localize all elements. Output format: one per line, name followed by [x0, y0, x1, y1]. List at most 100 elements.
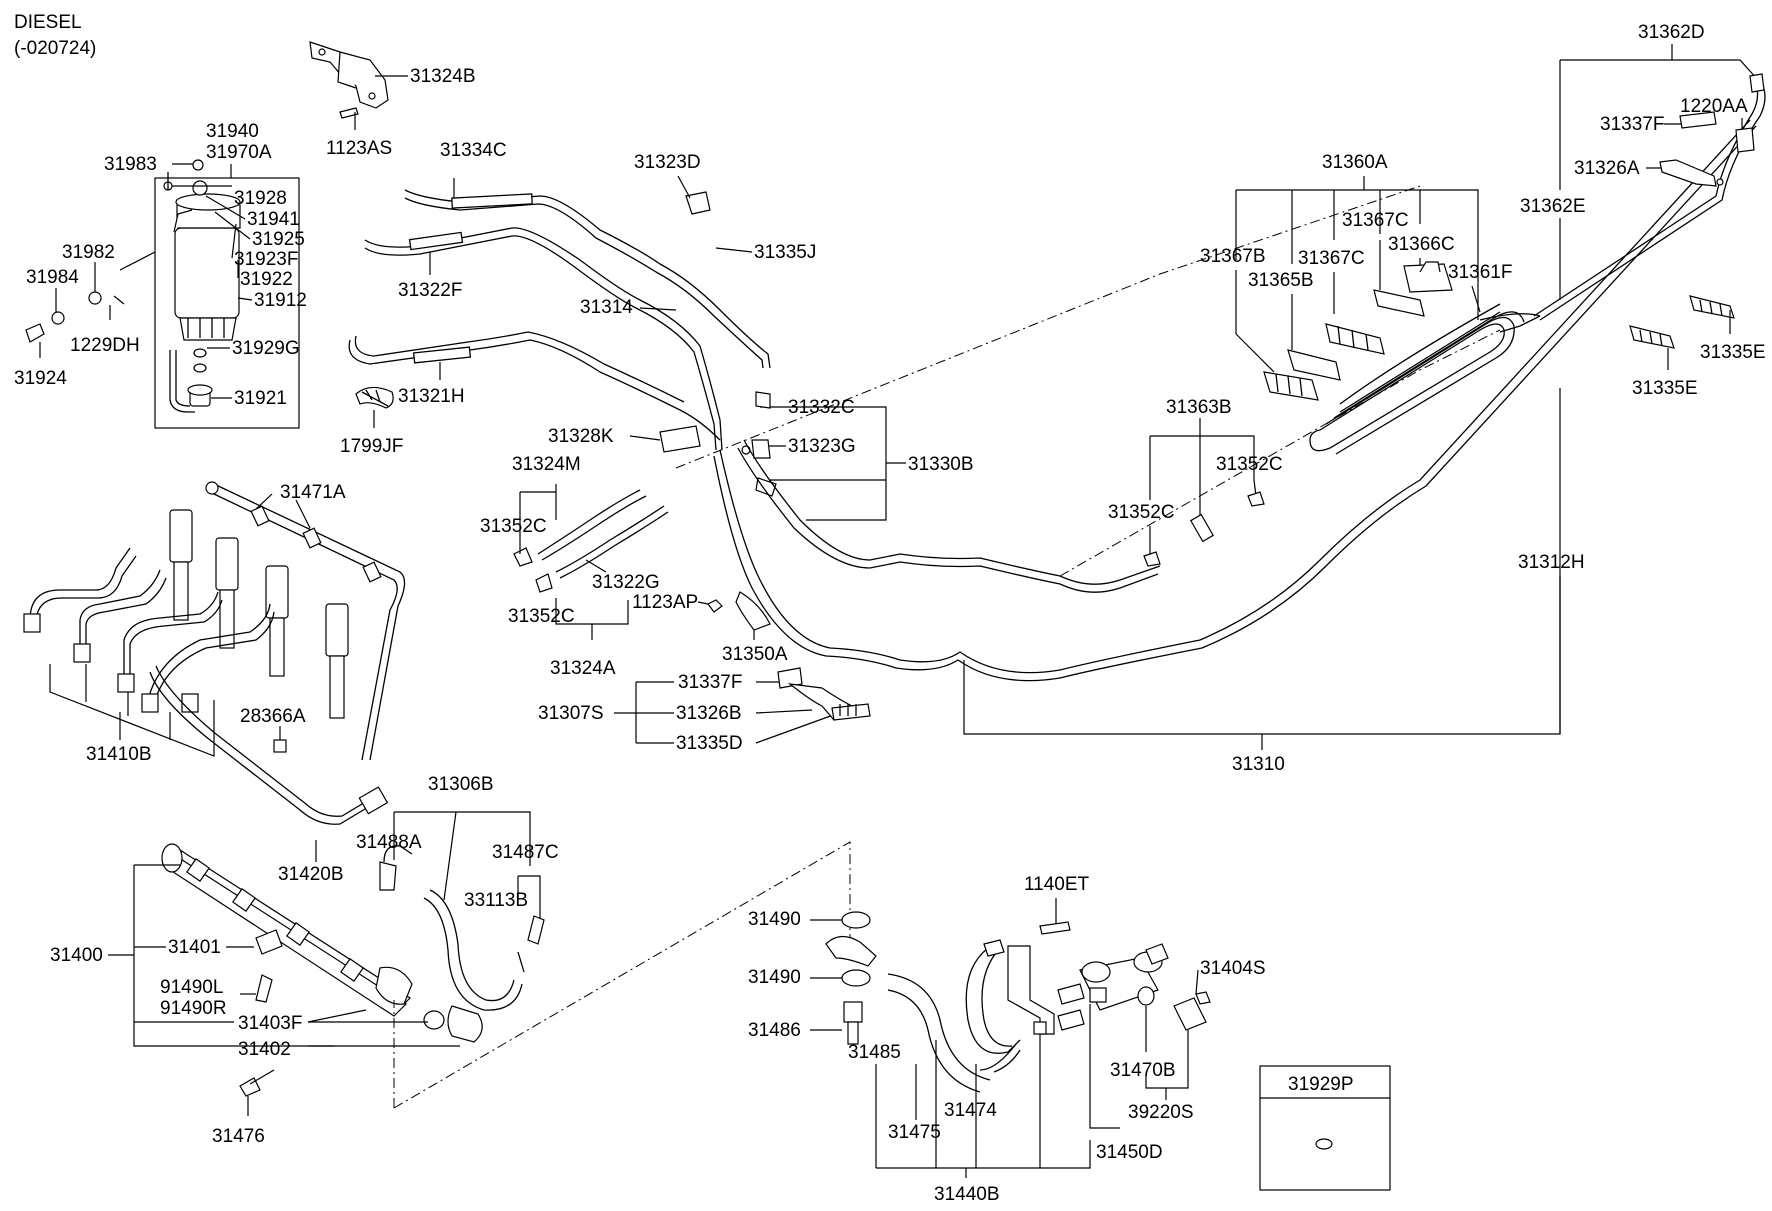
- label-31929g: 31929G: [232, 338, 300, 359]
- label-31983: 31983: [104, 154, 157, 175]
- label-31923f: 31923F: [234, 249, 298, 270]
- bracket-31326a: [1659, 159, 1717, 187]
- bracket-31350a: [735, 591, 771, 631]
- label-31306b: 31306B: [428, 774, 494, 795]
- clip-31323d: [685, 191, 711, 215]
- bolt-31486-head: [843, 1001, 863, 1023]
- label-31326a: 31326A: [1574, 158, 1640, 179]
- label-31337f-a: 31337F: [678, 672, 742, 693]
- bracket-31324b-drawing: [309, 41, 389, 119]
- label-31328k: 31328K: [548, 426, 614, 447]
- fuel-filter-assembly-box: [154, 177, 300, 429]
- fuel-filter-drawing: [163, 172, 241, 413]
- label-31970a: 31970A: [206, 142, 272, 163]
- label-1220aa: 1220AA: [1680, 96, 1748, 117]
- label-31490-a: 31490: [748, 909, 801, 930]
- label-31941: 31941: [247, 209, 300, 230]
- injectors-drawing: [23, 509, 389, 825]
- label-31420b: 31420B: [278, 864, 344, 885]
- label-31476: 31476: [212, 1126, 265, 1147]
- label-31485: 31485: [848, 1042, 901, 1063]
- label-31402: 31402: [238, 1039, 291, 1060]
- clamp-31352c-right: [1247, 491, 1265, 507]
- label-39220s: 39220S: [1128, 1102, 1194, 1123]
- part-31929p-box: [1259, 1065, 1391, 1191]
- label-31365b: 31365B: [1248, 270, 1314, 291]
- label-31400: 31400: [50, 945, 103, 966]
- label-1799jf: 1799JF: [340, 436, 403, 457]
- bolt-31476-shaft: [249, 1069, 275, 1085]
- bolt-1140et: [1039, 921, 1071, 935]
- label-31324b: 31324B: [410, 66, 476, 87]
- fuel-rail-drawing: [161, 843, 545, 1043]
- label-31925: 31925: [252, 229, 305, 250]
- label-31490-b: 31490: [748, 967, 801, 988]
- label-31324m: 31324M: [512, 454, 581, 475]
- washer-31984: [51, 311, 65, 325]
- label-31335e-left: 31335E: [1632, 378, 1698, 399]
- label-1229dh: 1229DH: [70, 335, 140, 356]
- label-31322f: 31322F: [398, 280, 462, 301]
- label-31404s: 31404S: [1200, 958, 1266, 979]
- fitting-31924: [25, 323, 45, 343]
- label-31362d: 31362D: [1638, 22, 1705, 43]
- o-ring-31929p: [1315, 1138, 1333, 1150]
- label-31487c: 31487C: [492, 842, 559, 863]
- label-31310: 31310: [1232, 754, 1285, 775]
- label-1140et: 1140ET: [1024, 874, 1090, 895]
- clips-31307s-drawing: [777, 667, 871, 721]
- label-31335j: 31335J: [754, 242, 816, 263]
- label-31352c-lower: 31352C: [508, 606, 575, 627]
- label-31440b: 31440B: [934, 1184, 1000, 1205]
- label-31410b: 31410B: [86, 744, 152, 765]
- label-31323g: 31323G: [788, 436, 856, 457]
- label-31337f-b: 31337F: [1600, 114, 1664, 135]
- clip-1220aa: [1735, 127, 1755, 153]
- label-31360a: 31360A: [1322, 152, 1388, 173]
- label-31488a: 31488A: [356, 832, 422, 853]
- label-31450d: 31450D: [1096, 1142, 1163, 1163]
- label-31921: 31921: [234, 388, 287, 409]
- label-31307s: 31307S: [538, 703, 604, 724]
- clip-1229dh: [113, 295, 125, 305]
- label-31486: 31486: [748, 1020, 801, 1041]
- label-31326b: 31326B: [676, 703, 742, 724]
- bolt-31486-shaft: [847, 1021, 859, 1045]
- label-31314: 31314: [580, 297, 633, 318]
- label-31363b: 31363B: [1166, 397, 1232, 418]
- label-31324a: 31324A: [550, 658, 616, 679]
- label-31367b: 31367B: [1200, 246, 1266, 267]
- label-31366c: 31366C: [1388, 234, 1455, 255]
- label-31401: 31401: [168, 937, 221, 958]
- label-31924: 31924: [14, 368, 67, 389]
- label-31352c-left: 31352C: [1108, 502, 1175, 523]
- label-91490r: 91490R: [160, 998, 227, 1019]
- clip-31337f: [1679, 111, 1717, 129]
- label-31471a: 31471A: [280, 482, 346, 503]
- label-31367c-mid: 31367C: [1298, 248, 1365, 269]
- label-31335d: 31335D: [676, 733, 743, 754]
- label-91490l: 91490L: [160, 977, 223, 998]
- label-31352c-upper: 31352C: [480, 516, 547, 537]
- label-31474: 31474: [944, 1100, 997, 1121]
- clamp-31352c-lower: [535, 573, 553, 593]
- label-31928: 31928: [234, 188, 287, 209]
- bolt-31476: [239, 1077, 261, 1097]
- label-31330b: 31330B: [908, 454, 974, 475]
- clip-28366a: [273, 739, 287, 753]
- diagram-date-range: (-020724): [14, 38, 96, 59]
- washer-31490-upper: [841, 911, 871, 929]
- washer-31490-lower: [841, 969, 871, 987]
- label-31922: 31922: [240, 269, 293, 290]
- label-31940: 31940: [206, 121, 259, 142]
- clip-31328k: [659, 425, 701, 453]
- label-31361f: 31361F: [1448, 262, 1512, 283]
- label-31350a: 31350A: [722, 644, 788, 665]
- diagram-title: DIESEL: [14, 12, 82, 33]
- clip-31335e-right: [1689, 295, 1735, 319]
- fuel-temp-housing-drawing: [1057, 943, 1211, 1031]
- label-31335e-right: 31335E: [1700, 342, 1766, 363]
- label-1123ap: 1123AP: [632, 592, 698, 613]
- label-31334c: 31334C: [440, 140, 507, 161]
